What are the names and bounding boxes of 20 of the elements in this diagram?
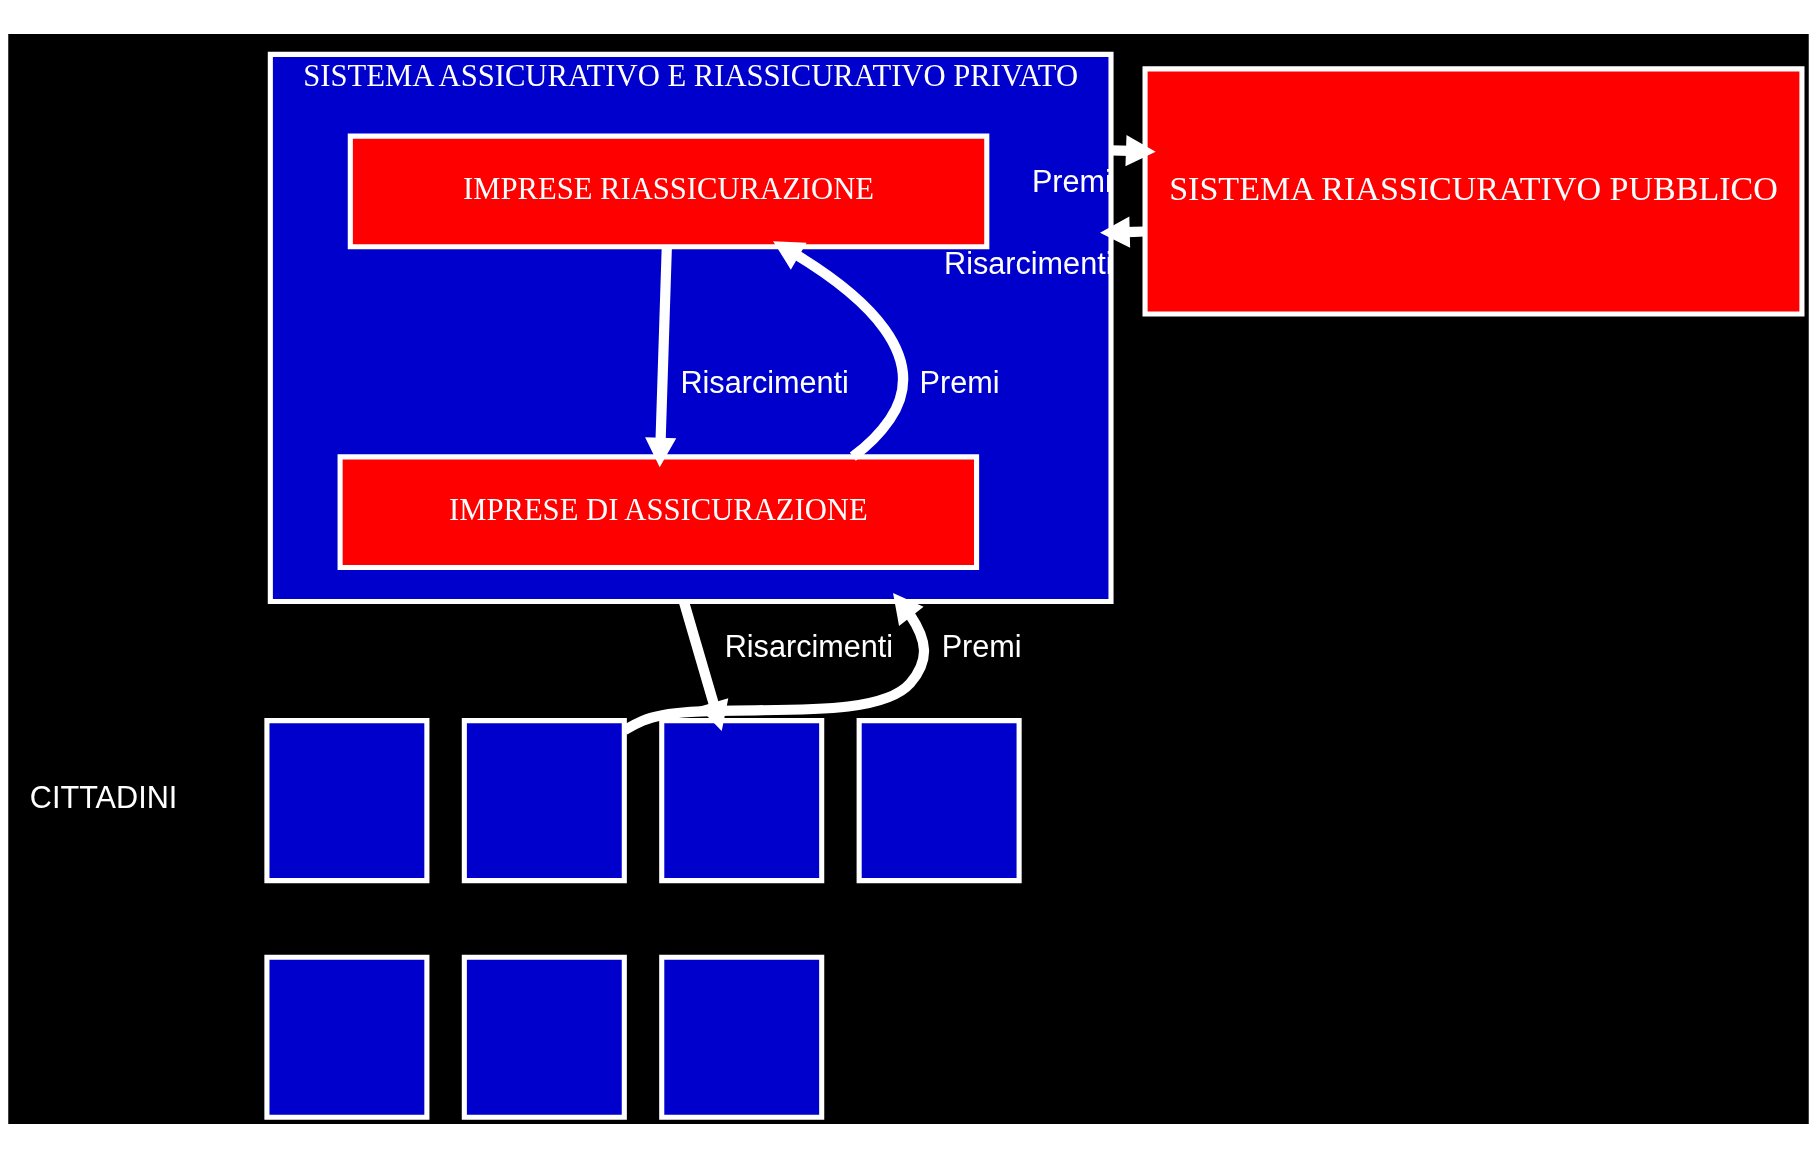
node-box <box>461 954 627 1120</box>
node-box <box>659 954 825 1120</box>
node-box: SISTEMA RIASSICURATIVO PUBBLICO <box>1142 65 1805 316</box>
arrow <box>645 246 677 467</box>
edge-label: Risarcimenti <box>724 628 894 663</box>
node-box: IMPRESE RIASSICURAZIONE <box>347 133 990 249</box>
node-box <box>856 717 1022 883</box>
node-box <box>461 717 627 883</box>
arrow <box>773 240 908 461</box>
node-box <box>264 954 430 1120</box>
node-box <box>264 717 430 883</box>
label: CITTADINI <box>29 779 178 814</box>
edge-label: Premi <box>919 364 1000 399</box>
node-box: IMPRESE DI ASSICURAZIONE <box>337 453 980 570</box>
node-box <box>659 717 825 883</box>
arrow <box>1110 134 1156 166</box>
arrow <box>1100 215 1145 248</box>
edge-label: Risarcimenti <box>680 364 849 399</box>
edge-label: Premi <box>941 628 1022 663</box>
edge-label: Premi <box>1031 163 1112 198</box>
